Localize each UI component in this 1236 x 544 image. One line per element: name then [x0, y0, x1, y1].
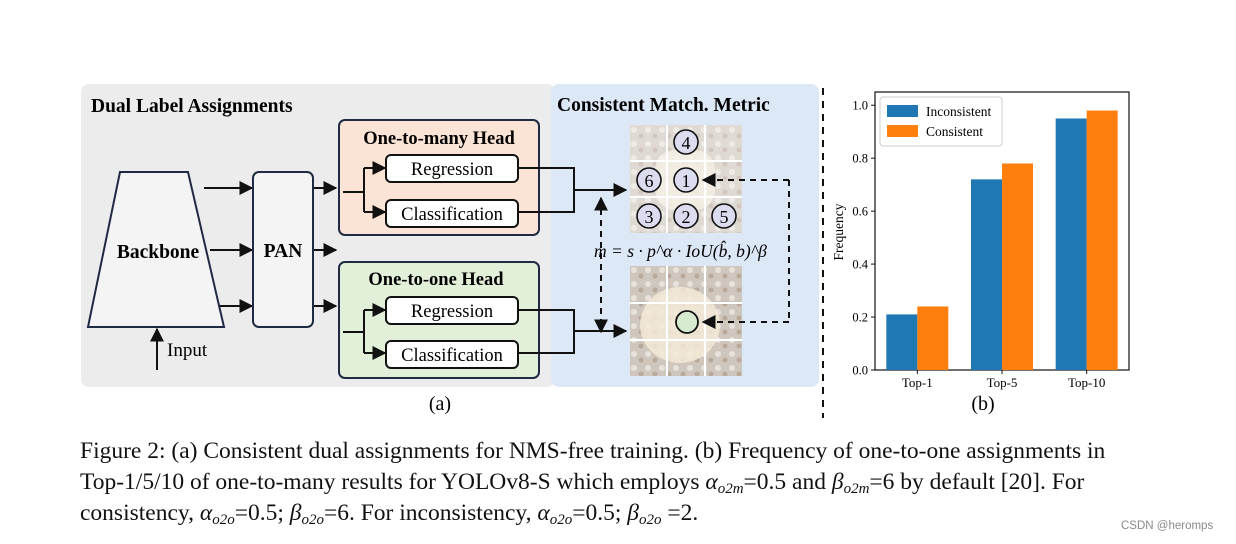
legend-swatch-inconsistent	[887, 105, 918, 117]
regression-box-one	[385, 296, 519, 325]
figure: Dual Label Assignments Consistent Match.…	[81, 84, 1130, 418]
anchor-4: 4	[673, 129, 699, 155]
legend: Inconsistent Consistent	[879, 96, 1003, 147]
y-tick-label: 0.8	[852, 152, 868, 166]
pan-label: PAN	[264, 241, 303, 262]
legend-label-inconsistent: Inconsistent	[926, 104, 991, 119]
anchor-5: 5	[711, 203, 737, 229]
right-panel-bg	[551, 84, 819, 387]
y-axis-label: Frequency	[831, 203, 846, 260]
svg-text:6: 6	[645, 171, 654, 191]
bar-inconsistent-top-1	[886, 314, 918, 370]
watermark: CSDN @heromps	[1121, 520, 1214, 532]
figure-caption: Figure 2: (a) Consistent dual assignment…	[80, 438, 1106, 528]
metric-formula: m = s · p^α · IoU(b̂, b)^β	[594, 241, 767, 261]
y-tick-label: 1.0	[852, 99, 868, 113]
bar-inconsistent-top-5	[971, 179, 1002, 370]
svg-text:5: 5	[720, 207, 729, 227]
classification-label-one: Classification	[401, 346, 503, 366]
left-panel-title: Dual Label Assignments	[91, 96, 293, 117]
x-tick-label: Top-10	[1068, 375, 1105, 390]
pan-block	[252, 171, 314, 328]
bar-consistent-top-5	[1002, 163, 1033, 370]
svg-text:3: 3	[645, 207, 654, 227]
regression-label-one: Regression	[411, 302, 493, 322]
regression-label-many: Regression	[411, 160, 493, 180]
one-to-many-title: One-to-many Head	[363, 129, 515, 149]
anchor-6: 6	[636, 167, 662, 193]
anchor-2: 2	[673, 203, 699, 229]
anchor-1: 1	[673, 167, 699, 193]
legend-swatch-consistent	[887, 125, 918, 137]
regression-box-many	[385, 154, 519, 183]
classification-box-many	[385, 199, 519, 228]
backbone-block	[86, 171, 226, 328]
bar-consistent-top-10	[1086, 110, 1118, 371]
x-tick-label: Top-5	[987, 375, 1018, 390]
x-tick-label: Top-1	[902, 375, 933, 390]
panel-b-label: (b)	[971, 393, 994, 415]
svg-text:1: 1	[682, 171, 691, 191]
classification-label-many: Classification	[401, 205, 503, 225]
y-tick-label: 0.6	[852, 205, 868, 219]
y-tick-label: 0.2	[852, 311, 868, 325]
panel-a-label: (a)	[429, 393, 451, 415]
legend-label-consistent: Consistent	[926, 124, 983, 139]
right-panel-title: Consistent Match. Metric	[557, 95, 770, 116]
y-tick-label: 0.0	[852, 364, 868, 378]
svg-text:2: 2	[682, 207, 691, 227]
svg-text:4: 4	[682, 133, 691, 153]
backbone-label: Backbone	[117, 242, 200, 263]
one-to-one-title: One-to-one Head	[368, 270, 504, 290]
frequency-chart: 0.0 0.2 0.4 0.6 0.8 1.0 Top-1 Top-5 Top-10 Freq…	[831, 91, 1130, 390]
anchor-3: 3	[636, 203, 662, 229]
y-tick-label: 0.4	[852, 258, 868, 272]
bar-consistent-top-1	[917, 306, 949, 370]
matched-anchor	[675, 310, 699, 334]
input-label: Input	[167, 340, 208, 361]
bar-inconsistent-top-10	[1055, 118, 1087, 370]
classification-box-one	[385, 340, 519, 369]
